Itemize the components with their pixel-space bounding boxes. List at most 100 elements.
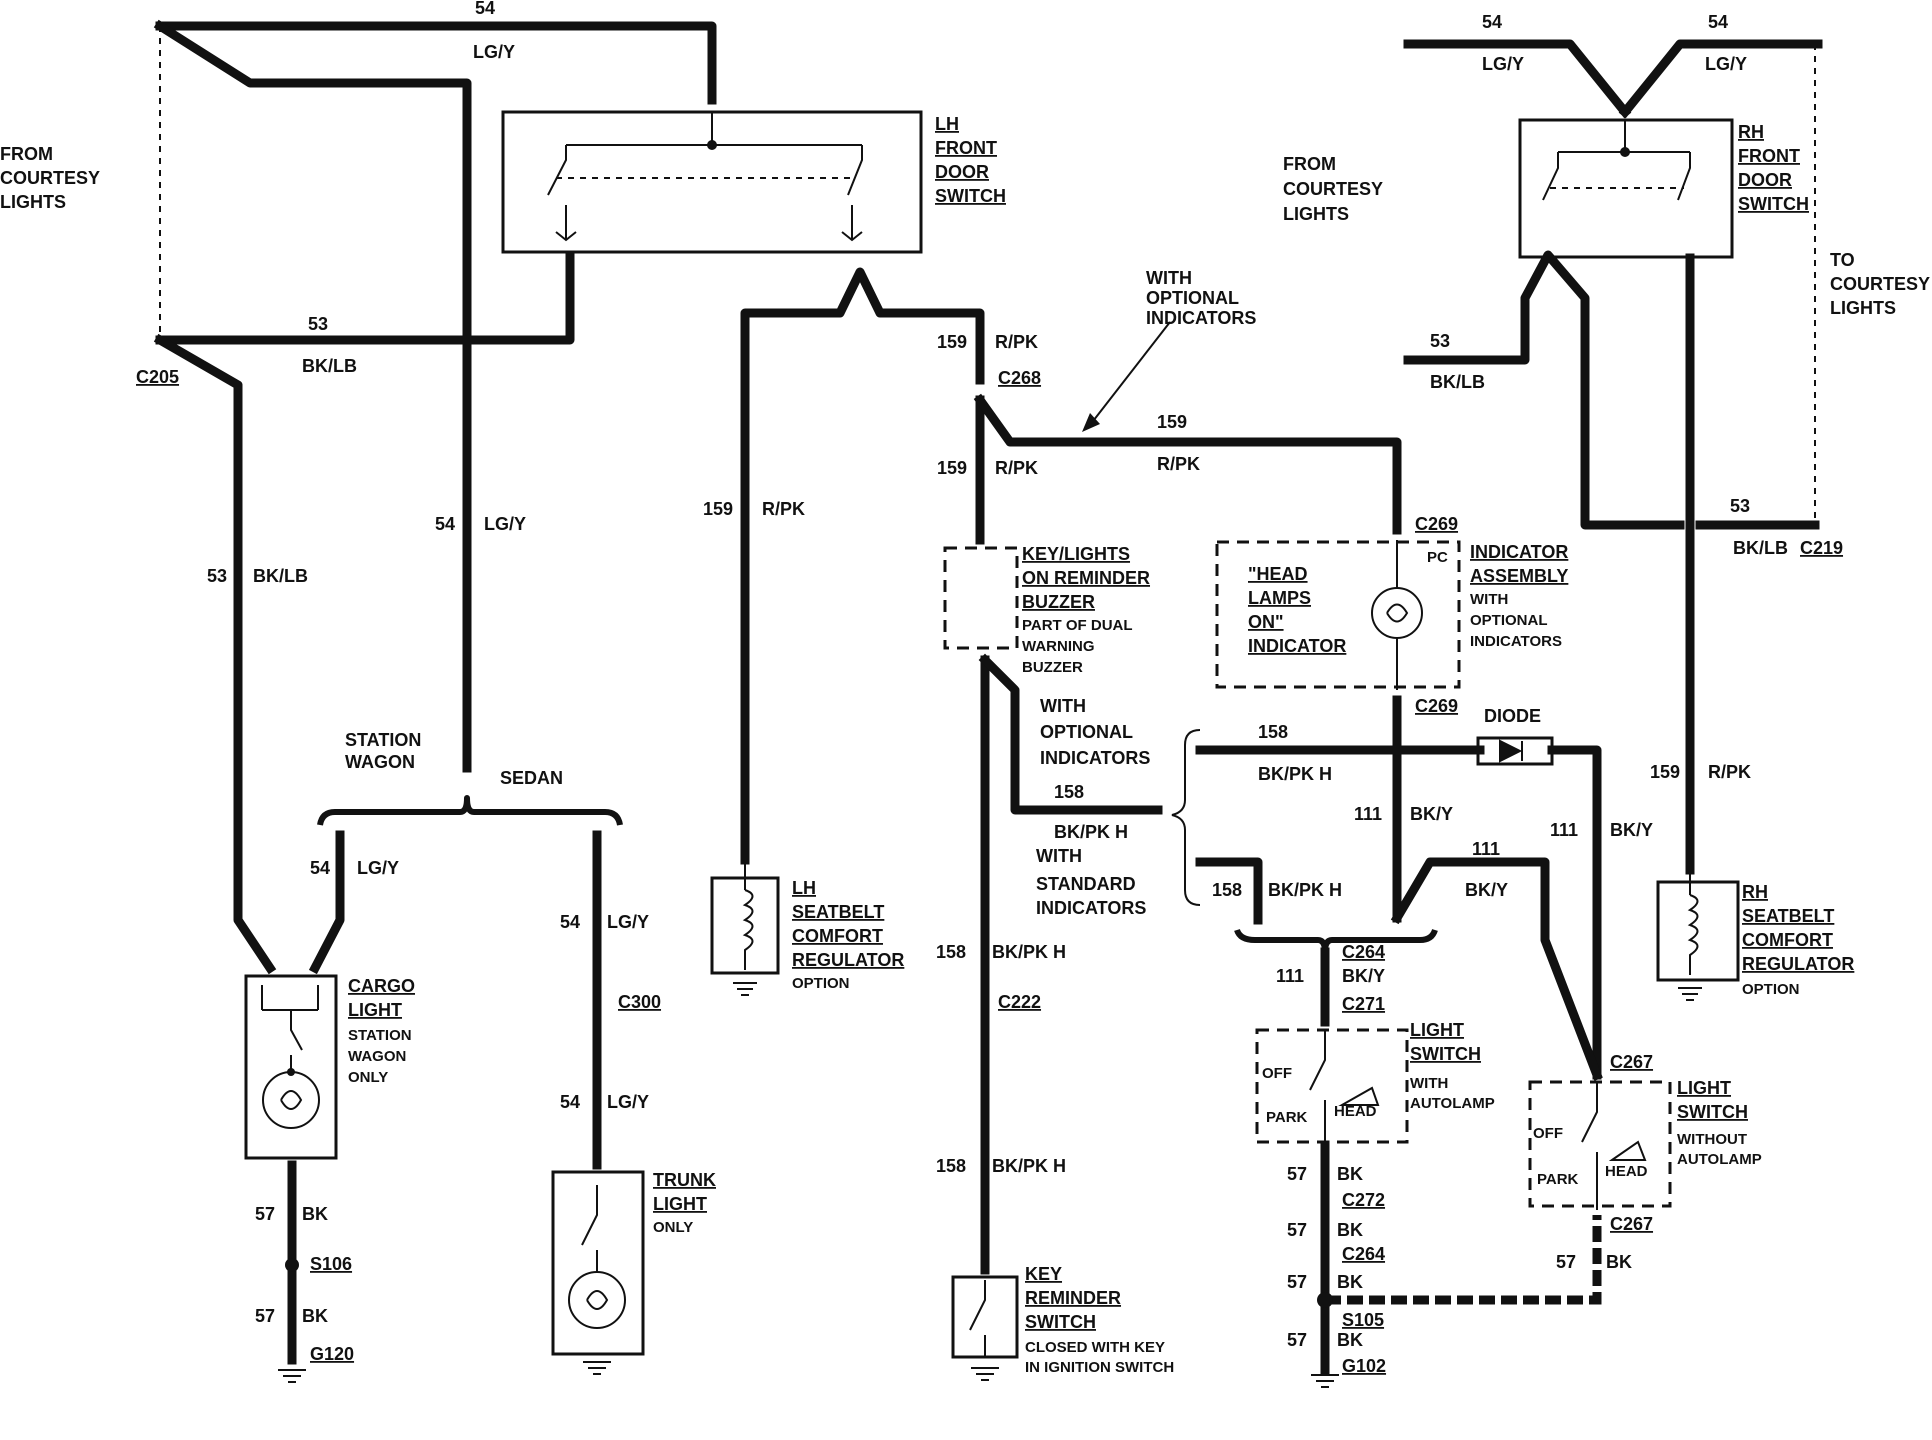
wire-53-cargo: [153, 333, 277, 975]
connector-c271: C271: [1342, 994, 1385, 1014]
wire-label-color: BK/PK H: [1268, 880, 1342, 900]
junction-bracket: [1234, 928, 1438, 955]
key-switch-label-3: SWITCH: [1025, 1312, 1096, 1332]
wire-label-num: 159: [1157, 412, 1187, 432]
connector-s105: S105: [1342, 1310, 1384, 1330]
lh-seatbelt-label-4: REGULATOR: [792, 950, 904, 970]
indicator-assembly-1: INDICATOR: [1470, 542, 1568, 562]
wire-53-left: [155, 251, 575, 345]
rh-door-switch-label-1: RH: [1738, 122, 1764, 142]
indicator-assembly-note-2: OPTIONAL: [1470, 612, 1548, 629]
trunk-light-label-1: TRUNK: [653, 1170, 716, 1190]
buzzer-note-2: WARNING: [1022, 638, 1095, 655]
wire-label-color: BK: [1337, 1220, 1363, 1240]
indicator-label-4: INDICATOR: [1248, 636, 1346, 656]
wire-label-color: LG/Y: [357, 858, 399, 878]
wire-54-cargo: [308, 830, 345, 975]
light-switch-manual-label-1: LIGHT: [1677, 1078, 1731, 1098]
wire-label-num: 158: [936, 1156, 966, 1176]
s105-splice: [1317, 1292, 1333, 1308]
note-from-courtesy-right-1: FROM: [1283, 154, 1336, 174]
indicator-label-2: LAMPS: [1248, 588, 1311, 608]
note-with-optional-mid-1: WITH: [1040, 696, 1086, 716]
indicator-assembly-note-3: INDICATORS: [1470, 633, 1562, 650]
wire-label-num: 158: [1258, 722, 1288, 742]
wire-label-color: LG/Y: [607, 1092, 649, 1112]
rh-door-switch-label-4: SWITCH: [1738, 194, 1809, 214]
wire-label-num: 57: [1287, 1164, 1307, 1184]
rh-seatbelt-label-4: REGULATOR: [1742, 954, 1854, 974]
lh-door-switch-contact-r: [847, 145, 863, 196]
buzzer-label-2: ON REMINDER: [1022, 568, 1150, 588]
wagon-sedan-bracket: [317, 795, 623, 826]
wire-label-color: LG/Y: [1705, 54, 1747, 74]
wire-label-color: BK/Y: [1410, 804, 1453, 824]
wire-label-color: BK/PK H: [992, 1156, 1066, 1176]
switch-auto-off: OFF: [1262, 1065, 1292, 1082]
rh-seatbelt-label-3: COMFORT: [1742, 930, 1833, 950]
rh-seatbelt-ground-icon: [1678, 987, 1702, 1001]
light-switch-auto-note-1: WITH: [1410, 1075, 1448, 1092]
connector-c222: C222: [998, 992, 1041, 1012]
rh-seatbelt-label-2: SEATBELT: [1742, 906, 1834, 926]
lh-door-switch-label-4: SWITCH: [935, 186, 1006, 206]
wire-label-color: BK/LB: [302, 356, 357, 376]
wire-label-num: 54: [475, 0, 495, 18]
key-switch-ground-icon: [971, 1367, 999, 1381]
wire-label-color: BK/LB: [1430, 372, 1485, 392]
wire-label-color: R/PK: [995, 458, 1038, 478]
wire-label-color: LG/Y: [607, 912, 649, 932]
wire-111-jog: [1390, 857, 1603, 1081]
wire-label-num: 54: [560, 912, 580, 932]
indicator-box: [1215, 540, 1461, 689]
s106-splice: [285, 1258, 299, 1272]
cargo-light-label-1: CARGO: [348, 976, 415, 996]
rh-seatbelt-note: OPTION: [1742, 981, 1800, 998]
optional-indicator-arrow: [1089, 321, 1171, 426]
trunk-switch-icon: [581, 1185, 598, 1272]
wire-label-color: BK: [1337, 1330, 1363, 1350]
wire-label-color: BK: [302, 1306, 328, 1326]
options-brace: [1171, 729, 1201, 906]
connector-s106: S106: [310, 1254, 352, 1274]
wire-label-color: BK/Y: [1342, 966, 1385, 986]
indicator-label-1: "HEAD: [1248, 564, 1308, 584]
connector-c269-bottom: C269: [1415, 696, 1458, 716]
g102-ground-icon: [1311, 1374, 1339, 1388]
cargo-light-note-3: ONLY: [348, 1069, 388, 1086]
rh-seatbelt-box: [1656, 880, 1740, 982]
wire-label-num: 57: [255, 1306, 275, 1326]
trunk-lamp-filament: [586, 1290, 609, 1310]
wire-label-color: R/PK: [1708, 762, 1751, 782]
note-with-standard-2: STANDARD: [1036, 874, 1136, 894]
wire-label-color: BK: [1337, 1272, 1363, 1292]
wire-label-num: 158: [936, 942, 966, 962]
labels: FROM COURTESY LIGHTS 54 LG/Y 53 BK/LB C2…: [0, 0, 1930, 1376]
g120-ground-icon: [278, 1369, 306, 1383]
rh-door-switch-label-2: FRONT: [1738, 146, 1800, 166]
wire-53-rh-left: [1403, 250, 1685, 530]
connector-c267-bottom: C267: [1610, 1214, 1653, 1234]
wire-label-num: 57: [1287, 1220, 1307, 1240]
note-with-optional-top-2: OPTIONAL: [1146, 288, 1239, 308]
key-switch-label-2: REMINDER: [1025, 1288, 1121, 1308]
connector-c219: C219: [1800, 538, 1843, 558]
note-from-courtesy-left-3: LIGHTS: [0, 192, 66, 212]
wire-57-manual-to-s105: [1325, 1215, 1602, 1305]
note-with-standard-3: INDICATORS: [1036, 898, 1146, 918]
cargo-light-note-1: STATION: [348, 1027, 412, 1044]
note-with-standard-1: WITH: [1036, 846, 1082, 866]
wire-label-num: 57: [1287, 1272, 1307, 1292]
connector-c272: C272: [1342, 1190, 1385, 1210]
wire-label-color: R/PK: [995, 332, 1038, 352]
lh-seatbelt-label-3: COMFORT: [792, 926, 883, 946]
trunk-light-label-2: LIGHT: [653, 1194, 707, 1214]
indicator-assembly-note-1: WITH: [1470, 591, 1508, 608]
buzzer-label-3: BUZZER: [1022, 592, 1095, 612]
wire-label-color: BK/PK H: [1054, 822, 1128, 842]
connector-c264-top: C264: [1342, 942, 1385, 962]
connector-c268: C268: [998, 368, 1041, 388]
indicator-label-3: ON": [1248, 612, 1284, 632]
lh-seatbelt-ground-icon: [733, 982, 757, 996]
wire-label-color: BK/Y: [1610, 820, 1653, 840]
